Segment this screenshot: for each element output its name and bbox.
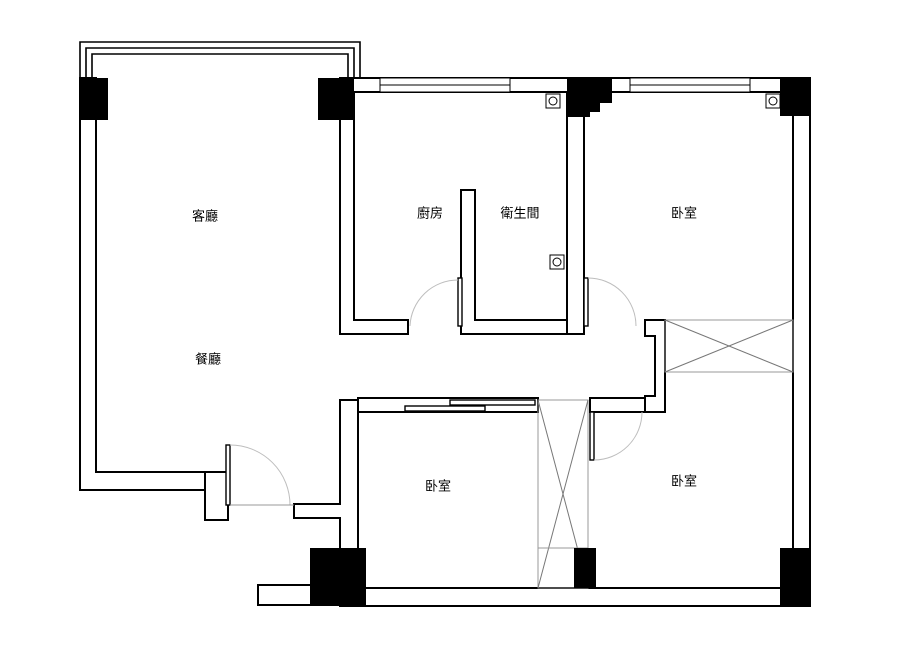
pipe-markers: [545, 93, 781, 270]
room-label-bedroom-se: 卧室: [670, 474, 698, 490]
kitchen-walls: [339, 91, 409, 335]
door-bathroom: [583, 277, 637, 327]
columns: [80, 78, 810, 606]
room-label-bedroom-s: 卧室: [424, 479, 452, 495]
room-label-dining: 餐廳: [194, 352, 222, 368]
room-label-bathroom: 衛生間: [500, 206, 540, 222]
hall-partition: [644, 319, 666, 413]
door-bedroom-se: [589, 411, 643, 461]
door-living: [225, 444, 294, 506]
room-label-bedroom-ne: 卧室: [670, 206, 698, 222]
door-kitchen: [409, 277, 463, 327]
room-label-living: 客廳: [191, 209, 219, 225]
closet-upper: [664, 319, 794, 373]
sliding-door: [404, 399, 536, 412]
room-label-kitchen: 廚房: [416, 206, 444, 222]
right-wall: [792, 91, 811, 593]
living-walls: [79, 77, 229, 521]
